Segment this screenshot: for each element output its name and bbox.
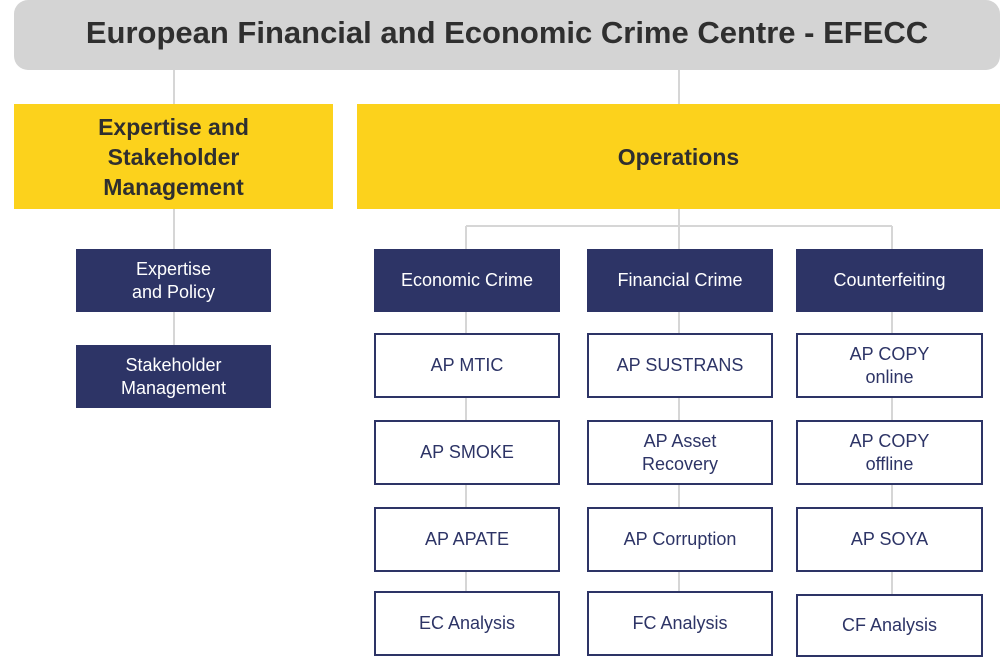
unit-financial-crime: Financial Crime [587, 249, 773, 312]
project-fc-analysis: FC Analysis [587, 591, 773, 656]
expertise-stakeholder-management-heading: Expertise and Stakeholder Management [14, 104, 333, 209]
unit-counterfeiting: Counterfeiting [796, 249, 983, 312]
project-ap-corruption: AP Corruption [587, 507, 773, 572]
unit-expertise-and-policy: Expertise and Policy [76, 249, 271, 312]
project-ap-asset-recovery: AP Asset Recovery [587, 420, 773, 485]
project-ec-analysis: EC Analysis [374, 591, 560, 656]
project-ap-copy-online: AP COPY online [796, 333, 983, 398]
project-ap-sustrans: AP SUSTRANS [587, 333, 773, 398]
project-ap-mtic: AP MTIC [374, 333, 560, 398]
operations-heading: Operations [357, 104, 1000, 209]
project-ap-apate: AP APATE [374, 507, 560, 572]
unit-stakeholder-management: Stakeholder Management [76, 345, 271, 408]
project-ap-smoke: AP SMOKE [374, 420, 560, 485]
project-ap-copy-offline: AP COPY offline [796, 420, 983, 485]
efecc-title: European Financial and Economic Crime Ce… [14, 0, 1000, 70]
project-ap-soya: AP SOYA [796, 507, 983, 572]
project-cf-analysis: CF Analysis [796, 594, 983, 657]
unit-economic-crime: Economic Crime [374, 249, 560, 312]
